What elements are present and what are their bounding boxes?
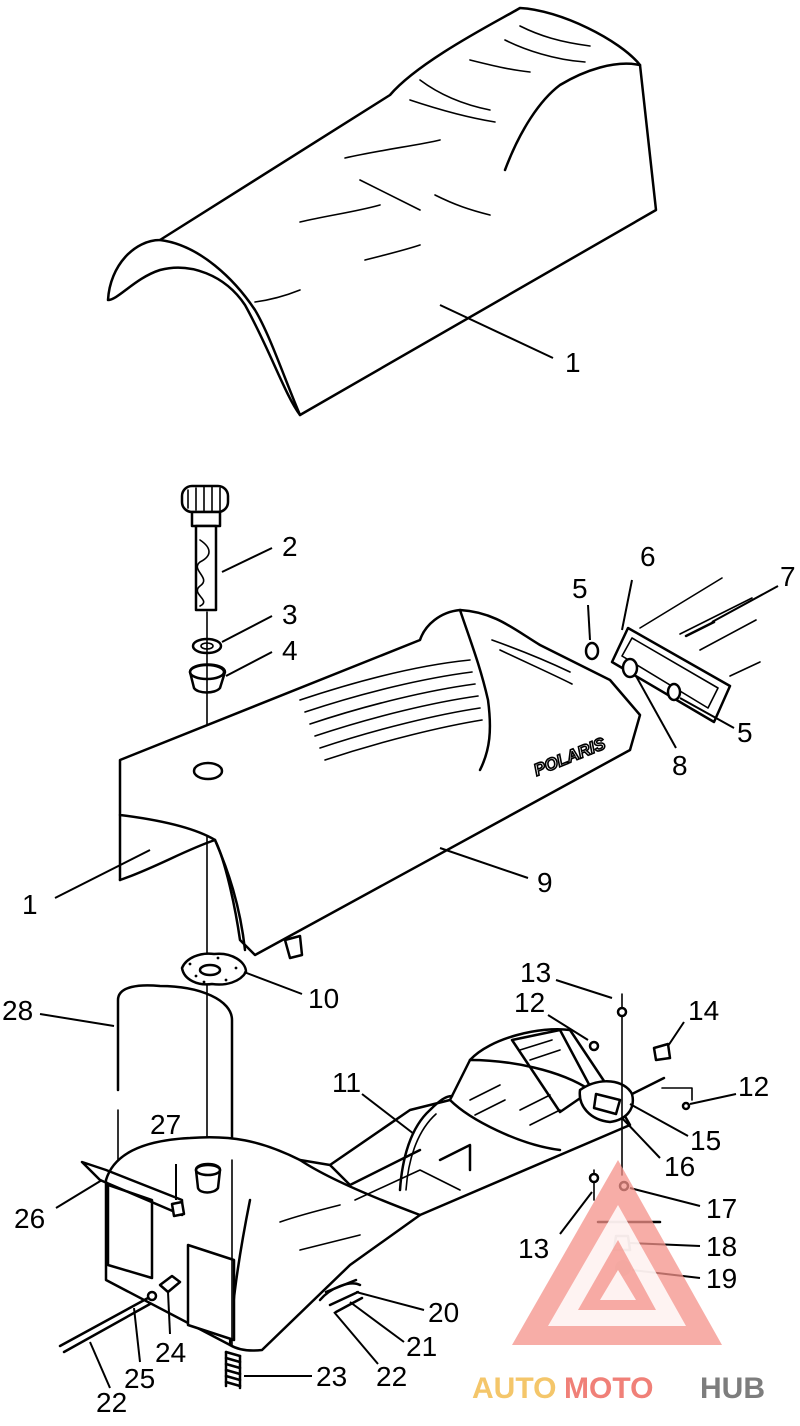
callout-8: 8 — [672, 750, 688, 781]
callout-14: 14 — [688, 995, 719, 1026]
callout-11: 11 — [332, 1067, 361, 1098]
watermark-moto-text: MOTO — [564, 1372, 653, 1405]
callout-28: 28 — [2, 995, 33, 1026]
callout-22-right: 22 — [376, 1361, 407, 1392]
callout-18: 18 — [706, 1231, 737, 1262]
leader-12-right — [689, 1093, 737, 1105]
callout-20: 20 — [428, 1297, 459, 1328]
callout-13-top: 13 — [520, 957, 551, 988]
filler-gasket-plate-part — [180, 952, 248, 986]
leader-13-top — [555, 979, 613, 999]
leader-13-bottom — [559, 1191, 593, 1235]
leader-24 — [167, 1291, 171, 1335]
leader-22-right — [333, 1311, 379, 1365]
callout-17: 17 — [706, 1193, 737, 1224]
leader-25 — [133, 1307, 141, 1363]
seat-base-cover-part: POLARIS — [118, 608, 642, 960]
tank-fitting-part — [328, 1290, 364, 1314]
callout-16: 16 — [664, 1151, 695, 1182]
callout-19: 19 — [706, 1263, 737, 1294]
callout-2: 2 — [282, 531, 298, 562]
callout-4: 4 — [282, 635, 298, 666]
leader-7 — [711, 585, 779, 623]
callout-12-right: 12 — [738, 1071, 769, 1102]
leader-6 — [621, 579, 633, 631]
callout-27: 27 — [150, 1109, 181, 1140]
leader-4 — [225, 651, 273, 677]
leader-17 — [629, 1187, 701, 1207]
callout-1-left: 1 — [22, 889, 38, 920]
callout-9: 9 — [537, 867, 553, 898]
leader-5-top — [587, 604, 591, 641]
callout-1-top: 1 — [565, 347, 581, 378]
taillight-assembly-part — [584, 577, 761, 724]
watermark-auto-text: AUTO — [472, 1372, 556, 1405]
drain-spring-part — [224, 1159, 242, 1390]
automotohub-watermark: AUTO MOTO HUB — [472, 1160, 765, 1405]
leader-22-left — [89, 1341, 111, 1389]
leader-20 — [355, 1291, 425, 1311]
leader-9 — [439, 847, 529, 879]
callout-24: 24 — [155, 1337, 186, 1368]
front-fuel-fitting-part — [58, 1200, 186, 1354]
leader-1-top — [439, 304, 554, 359]
seat-cushion-part — [106, 6, 658, 417]
fuel-pump-part — [578, 993, 693, 1276]
callout-15: 15 — [690, 1125, 721, 1156]
fuel-cap-part — [180, 484, 230, 612]
callout-5-bottom: 5 — [737, 717, 753, 748]
leader-3 — [221, 615, 273, 643]
callout-21: 21 — [406, 1331, 437, 1362]
callout-5-top: 5 — [572, 573, 588, 604]
callout-12-top: 12 — [514, 987, 545, 1018]
leader-11 — [361, 1093, 415, 1135]
callout-3: 3 — [282, 599, 298, 630]
fuel-tank-part — [80, 1028, 632, 1352]
leader-28 — [39, 1013, 115, 1027]
leader-14 — [667, 1021, 685, 1047]
leader-1-left — [54, 849, 151, 899]
leader-10 — [243, 971, 303, 995]
callout-10: 10 — [308, 983, 339, 1014]
callout-7: 7 — [780, 561, 796, 592]
leader-12-top — [547, 1014, 589, 1041]
leader-8 — [635, 675, 677, 749]
fuel-line-part-inner — [405, 1113, 437, 1191]
leader-2 — [221, 547, 273, 573]
leader-16 — [621, 1117, 661, 1159]
leader-26 — [55, 1179, 103, 1209]
fuel-line-part — [398, 1094, 454, 1192]
callout-26: 26 — [14, 1203, 45, 1234]
leader-21 — [349, 1301, 405, 1343]
callout-25: 25 — [124, 1363, 155, 1394]
leader-5-bottom — [679, 697, 735, 729]
callout-22-left: 22 — [96, 1387, 127, 1418]
watermark-hub-text: HUB — [700, 1372, 765, 1405]
leader-15 — [629, 1103, 689, 1137]
callout-23: 23 — [316, 1361, 347, 1392]
callout-6: 6 — [640, 541, 656, 572]
vent-hose-part — [116, 984, 234, 1162]
callout-13-bottom: 13 — [518, 1233, 549, 1264]
